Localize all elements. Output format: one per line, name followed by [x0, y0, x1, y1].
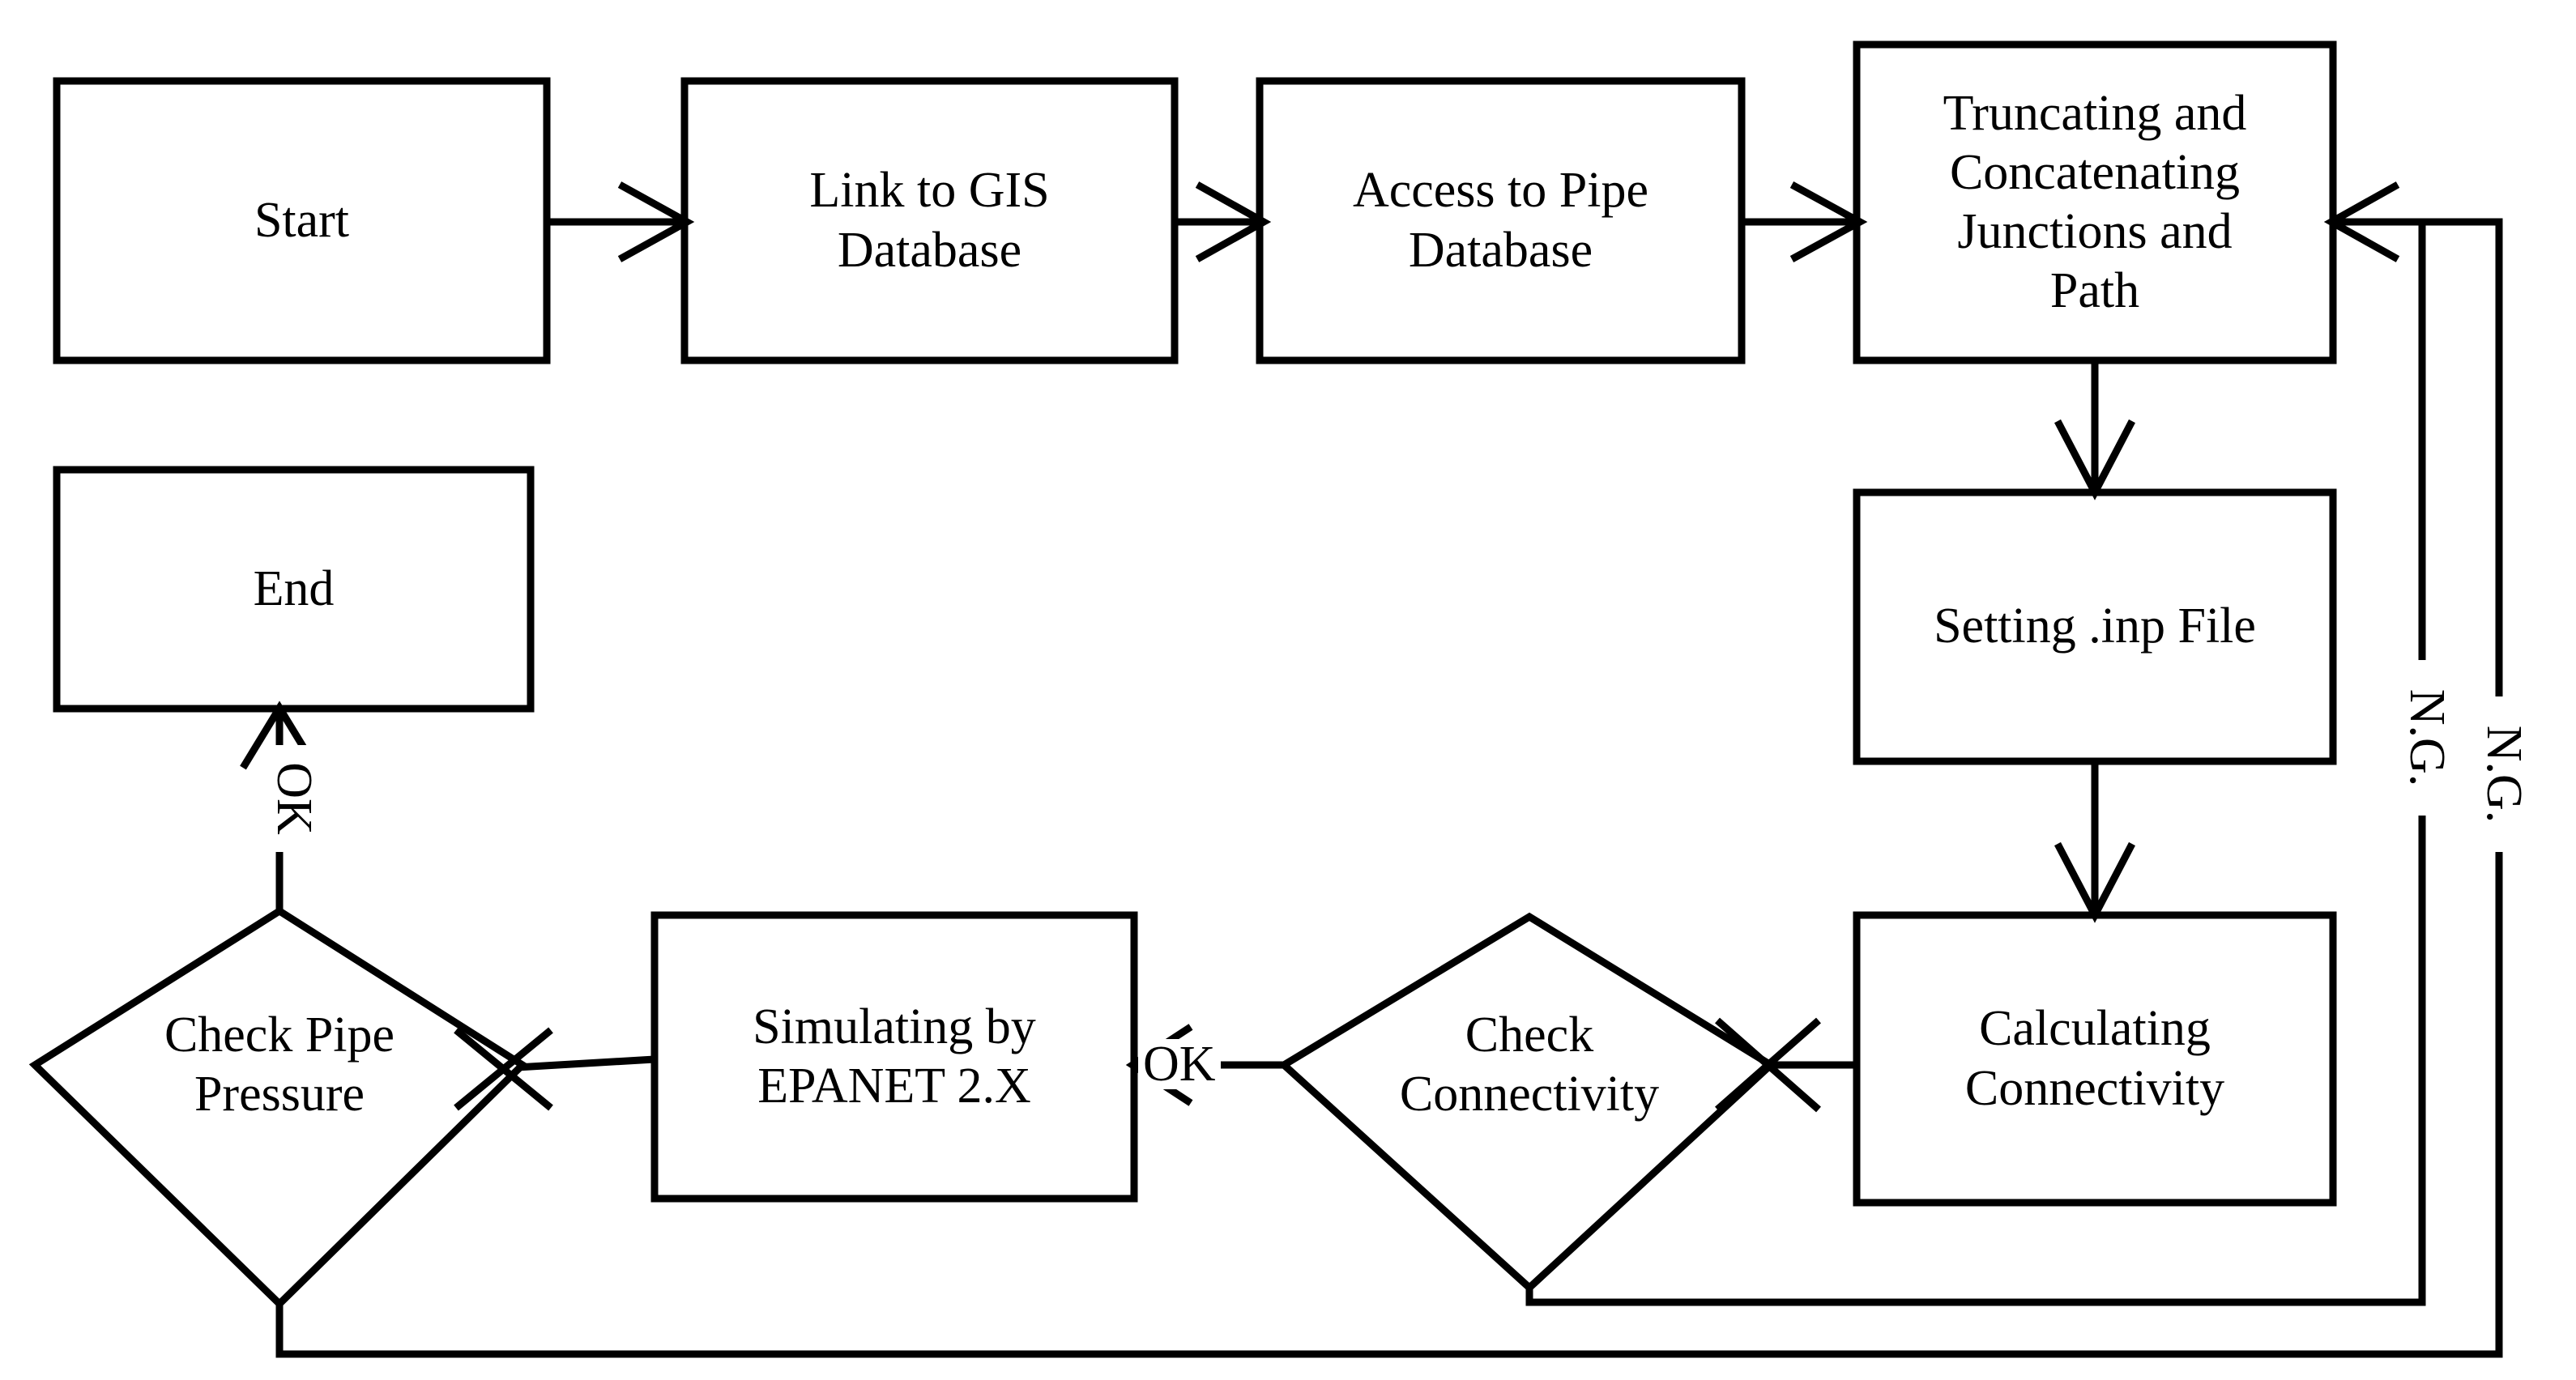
node-shape-calculating-connectivity[interactable]	[1853, 911, 2337, 1207]
node-shape-end[interactable]	[53, 466, 535, 713]
node-shape-access-pipe[interactable]	[1256, 77, 1746, 364]
edge-label-check-connectivity-ok: OK	[1138, 1039, 1221, 1089]
edge-link-gis-to-access-pipe	[1175, 181, 1272, 262]
node-shape-start[interactable]	[53, 77, 551, 364]
edge-check-connectivity-ng-to-truncating	[1525, 181, 2426, 1306]
edge-calculating-to-check-connectivity	[1715, 1017, 1857, 1113]
node-shape-check-pipe-pressure[interactable]	[28, 906, 529, 1310]
edge-start-to-link-gis	[547, 181, 695, 262]
node-shape-simulating-epanet[interactable]	[650, 911, 1138, 1203]
edge-label-check-pressure-ng: N.G.	[2476, 696, 2531, 852]
edge-simulating-to-check-pressure	[454, 1027, 655, 1111]
edge-access-pipe-to-truncating	[1742, 181, 1868, 262]
node-shape-setting-inp[interactable]	[1853, 488, 2337, 765]
edge-label-check-pressure-ok: OK	[267, 745, 322, 852]
edge-truncating-to-setting-inp	[2054, 360, 2135, 500]
edge-check-pressure-ng-to-truncating	[275, 218, 2503, 1358]
node-shape-link-gis[interactable]	[680, 77, 1179, 364]
edge-setting-inp-to-calculating	[2054, 761, 2135, 923]
node-shape-check-connectivity[interactable]	[1277, 912, 1777, 1293]
edge-label-check-connectivity-ng: N.G.	[2399, 660, 2454, 816]
node-shape-truncating[interactable]	[1853, 40, 2337, 364]
